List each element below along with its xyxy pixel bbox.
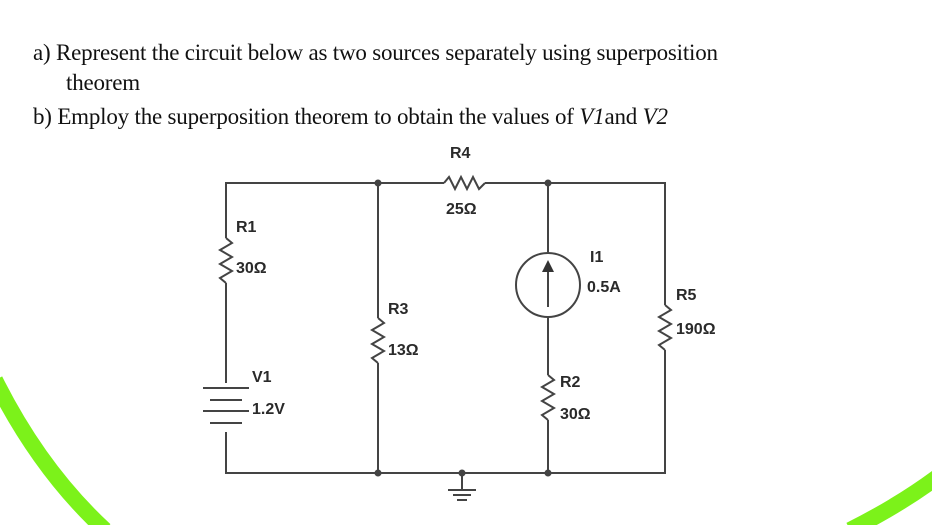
i1-value: 0.5A [587, 279, 621, 296]
question-b-text: Employ the superposition theorem to obta… [57, 104, 580, 129]
accent-arc-left [0, 376, 111, 525]
question-b-and: and [604, 104, 643, 129]
v1-value: 1.2V [252, 401, 285, 418]
node-top-left [374, 179, 382, 187]
node-bottom-right [544, 469, 552, 477]
arrow-up-icon [542, 260, 554, 272]
question-b-marker: b) [33, 104, 52, 129]
ground-icon [448, 473, 476, 501]
r4-value: 25Ω [446, 201, 477, 218]
i1-name: I1 [590, 249, 603, 266]
node-top-right [544, 179, 552, 187]
r4-name: R4 [450, 145, 471, 162]
question-b: b) Employ the superposition theorem to o… [33, 104, 668, 130]
accent-arc-right [846, 470, 932, 525]
resistor-r3 [370, 317, 386, 364]
bottom-wire [378, 350, 666, 474]
r1-value: 30Ω [236, 260, 267, 277]
junction-nodes [374, 179, 552, 477]
r1-name: R1 [236, 219, 257, 236]
r2-value: 30Ω [560, 406, 591, 423]
r3-name: R3 [388, 301, 409, 318]
node-bottom-left [374, 469, 382, 477]
resistor-r2 [540, 374, 556, 421]
resistor-r5 [657, 304, 673, 351]
question-a-continuation: theorem [66, 70, 140, 95]
var-v2: V2 [642, 104, 668, 129]
node-ground [458, 469, 466, 477]
v1-name: V1 [252, 369, 272, 386]
resistor-r4 [443, 174, 486, 192]
r5-name: R5 [676, 287, 697, 304]
question-a-marker: a) [33, 40, 51, 65]
var-v1: V1 [579, 104, 605, 129]
r3-value: 13Ω [388, 342, 419, 359]
left-branch-wire [225, 182, 378, 474]
r5-value: 190Ω [676, 321, 716, 338]
resistor-r1 [218, 237, 234, 284]
r2-name: R2 [560, 374, 581, 391]
voltage-source-v1 [203, 387, 249, 424]
question-a: a) Represent the circuit below as two so… [33, 40, 718, 66]
question-a-text: Represent the circuit below as two sourc… [56, 40, 718, 65]
